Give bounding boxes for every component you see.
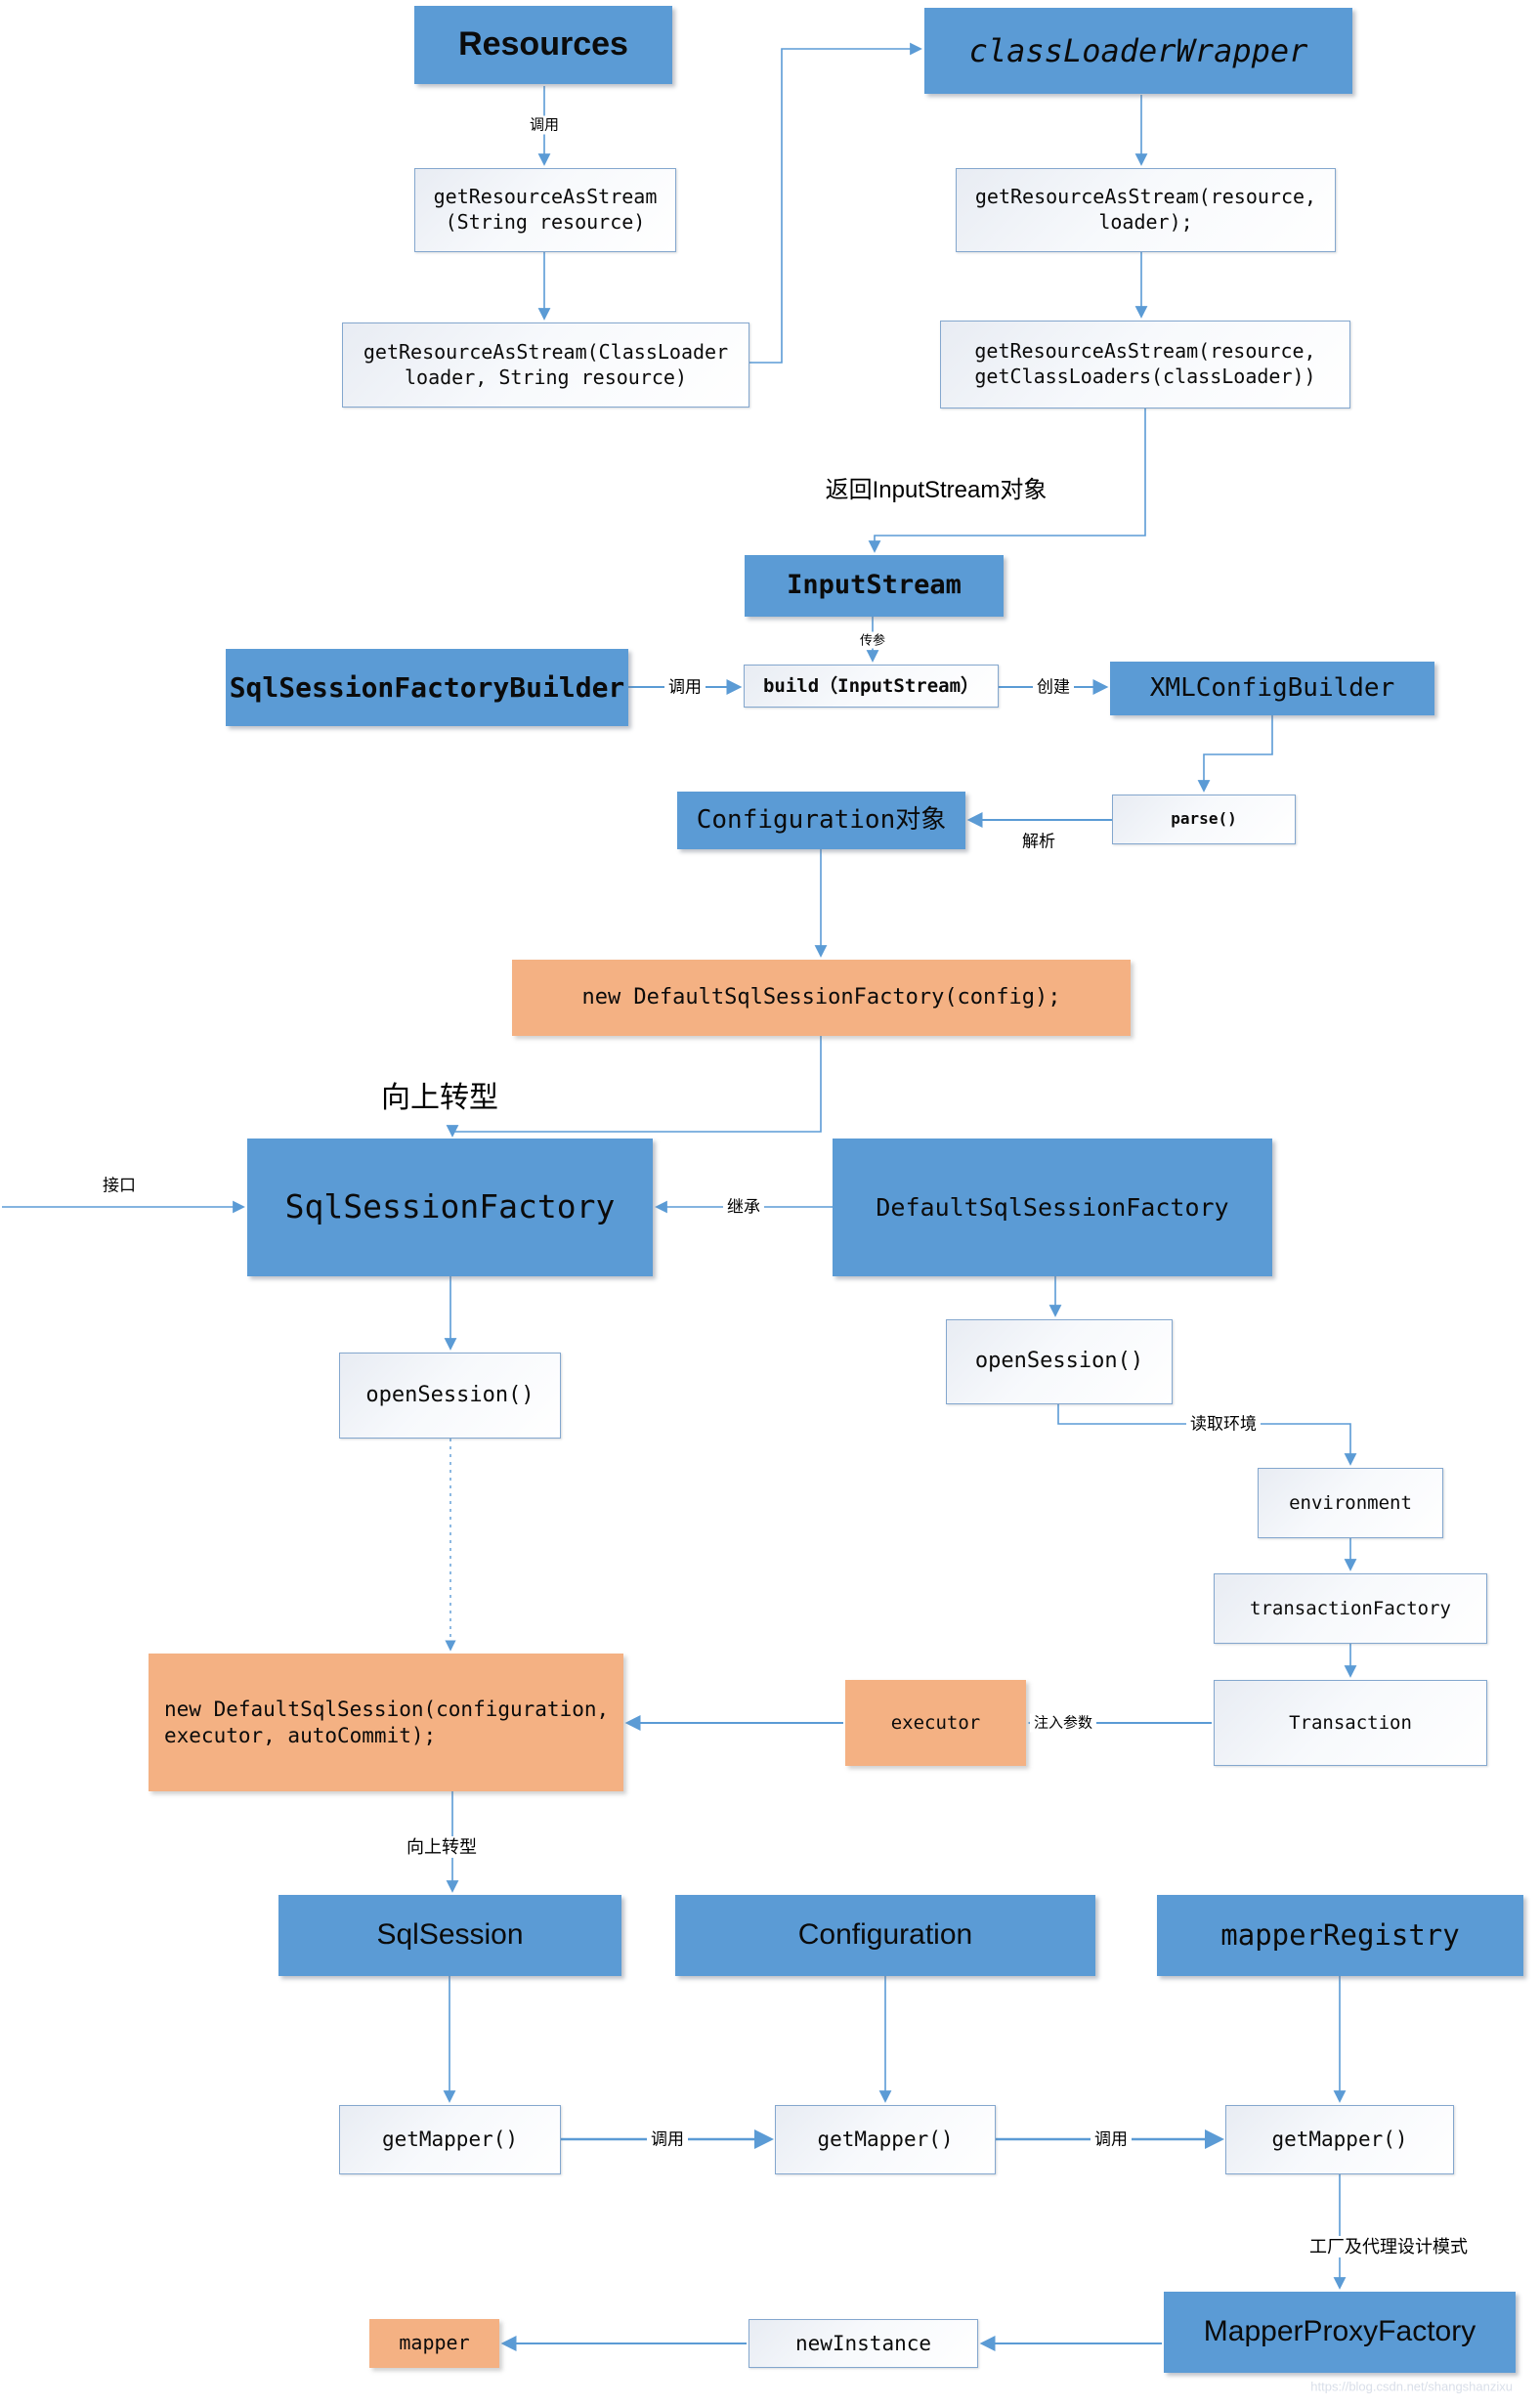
node-mapperregistry: mapperRegistry [1157,1895,1523,1976]
label-upcast-small: 向上转型 [403,1836,481,1858]
node-environment: environment [1258,1468,1443,1538]
node-sqlsession: SqlSession [278,1895,621,1976]
node-configuration: Configuration [675,1895,1095,1976]
node-getmapper-2: getMapper() [775,2105,996,2174]
node-parse: parse() [1112,795,1296,844]
node-transactionfactory: transactionFactory [1214,1573,1487,1644]
node-getresourceasstream-string: getResourceAsStream (String resource) [414,168,676,252]
label-return-inputstream: 返回InputStream对象 [825,477,1048,503]
node-new-defaultsqlsessionfactory: new DefaultSqlSessionFactory(config); [512,960,1131,1036]
node-getresourceasstream-resource-loader: getResourceAsStream(resource, loader); [956,168,1336,252]
node-newinstance: newInstance [749,2319,978,2368]
node-inputstream: InputStream [745,555,1004,617]
watermark: https://blog.csdn.net/shangshanzixu [1310,2379,1513,2394]
node-build-inputstream: build（InputStream） [744,665,999,708]
label-chuangjian: 创建 [1033,676,1074,698]
node-getmapper-1: getMapper() [339,2105,561,2174]
label-diaoyong-gm2: 调用 [1091,2128,1132,2150]
node-mapper: mapper [369,2319,499,2368]
node-sqlsessionfactorybuilder: SqlSessionFactoryBuilder [226,649,628,726]
node-defaultsqlsessionfactory: DefaultSqlSessionFactory [833,1139,1272,1276]
node-getresourceasstream-getclassloaders: getResourceAsStream(resource, getClassLo… [940,321,1350,408]
edge-getclassloaders-to-inputstream [868,408,1146,553]
label-chuancan: 传参 [855,631,890,649]
label-diaoyong-top: 调用 [525,115,564,135]
node-mapperproxyfactory: MapperProxyFactory [1164,2292,1516,2373]
edge-xmlconfigbuilder-to-parse [1197,715,1273,793]
edge-newfactory-to-sqlsessionfactory [446,1036,822,1138]
label-zhuru-canshu: 注入参数 [1029,1713,1097,1733]
node-new-defaultsqlsession: new DefaultSqlSession(configuration, exe… [149,1654,623,1791]
label-jicheng: 继承 [723,1196,764,1218]
label-jiekou: 接口 [103,1176,136,1195]
label-duqu-huanjing: 读取环境 [1186,1413,1261,1435]
node-opensession-right: openSession() [946,1319,1173,1404]
node-configuration-obj: Configuration对象 [677,792,965,849]
node-xmlconfigbuilder: XMLConfigBuilder [1110,662,1434,715]
node-transaction: Transaction [1214,1680,1487,1766]
node-sqlsessionfactory: SqlSessionFactory [247,1139,653,1276]
label-jiexi: 解析 [1022,832,1055,851]
node-classloaderwrapper: classLoaderWrapper [924,8,1352,94]
node-executor: executor [845,1680,1026,1766]
label-factory-proxy-pattern: 工厂及代理设计模式 [1305,2236,1472,2257]
label-diaoyong-gm1: 调用 [647,2128,688,2150]
label-upcast-big: 向上转型 [381,1082,498,1114]
node-getresourceasstream-classloader: getResourceAsStream(ClassLoader loader, … [342,322,749,408]
edge-classloader-overload-to-wrapper [749,42,922,364]
node-opensession-left: openSession() [339,1353,561,1439]
node-getmapper-3: getMapper() [1225,2105,1454,2174]
label-diaoyong-build: 调用 [664,676,706,698]
node-resources: Resources [414,6,672,84]
